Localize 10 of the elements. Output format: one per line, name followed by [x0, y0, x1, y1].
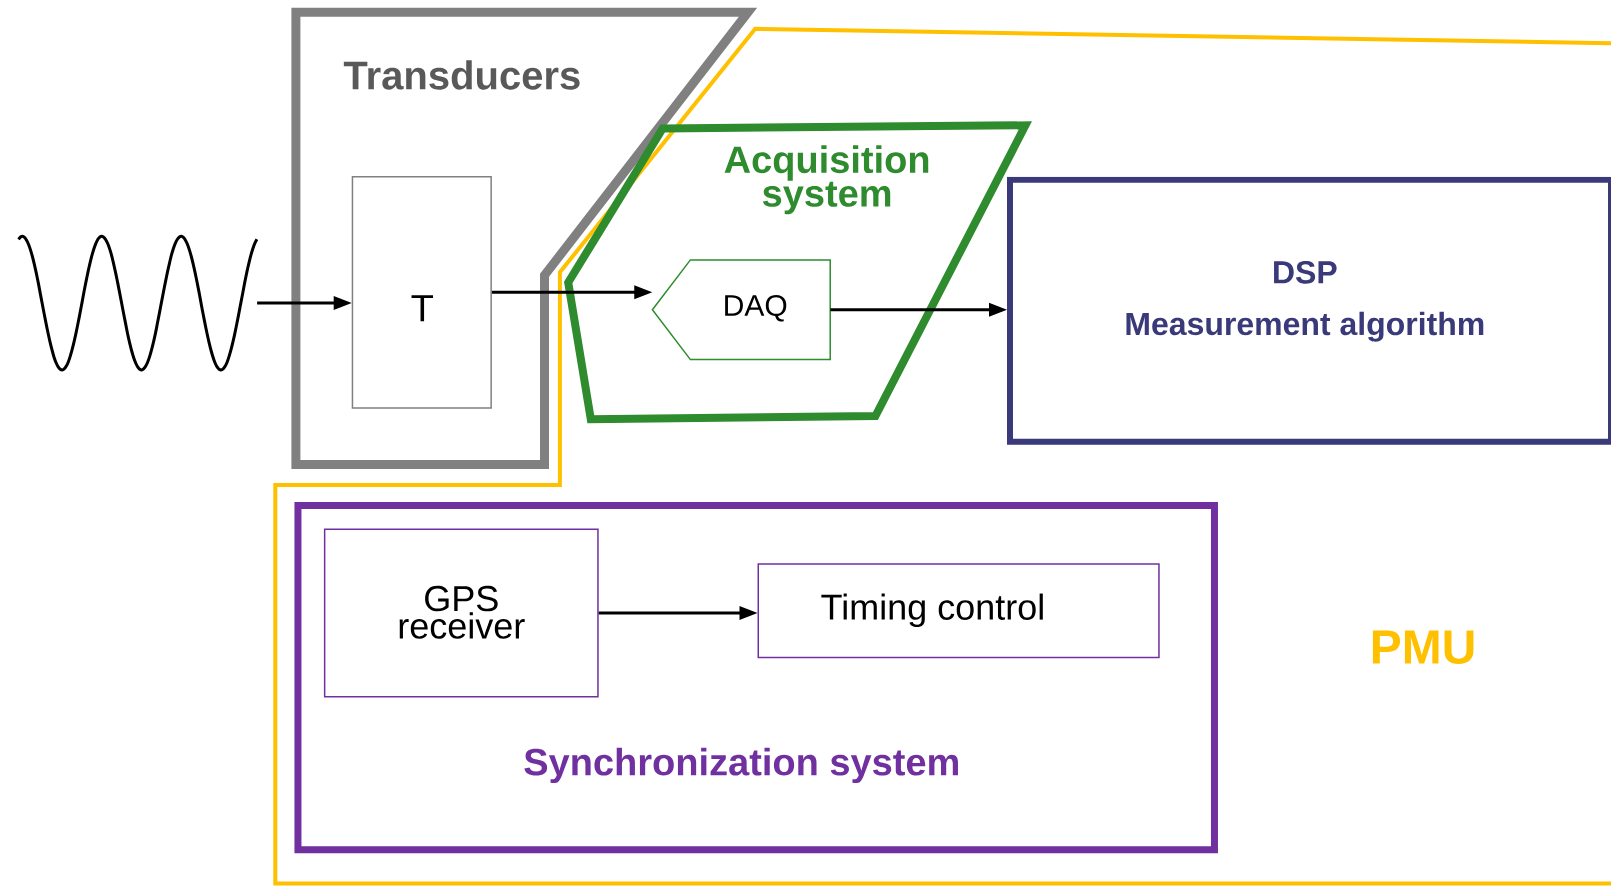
- gps-receiver-box: GPS receiver: [323, 528, 599, 698]
- arrow: [598, 605, 758, 620]
- daq-block: DAQ: [651, 259, 831, 361]
- sine-wave-drawing: [18, 234, 259, 372]
- dsp-box: DSP Measurement algorithm: [1007, 176, 1611, 445]
- timing-control-box: Timing control: [757, 563, 1160, 659]
- arrow: [257, 296, 352, 311]
- transducer-box: T: [351, 175, 492, 409]
- arrow: [491, 285, 653, 300]
- arrow: [830, 302, 1007, 317]
